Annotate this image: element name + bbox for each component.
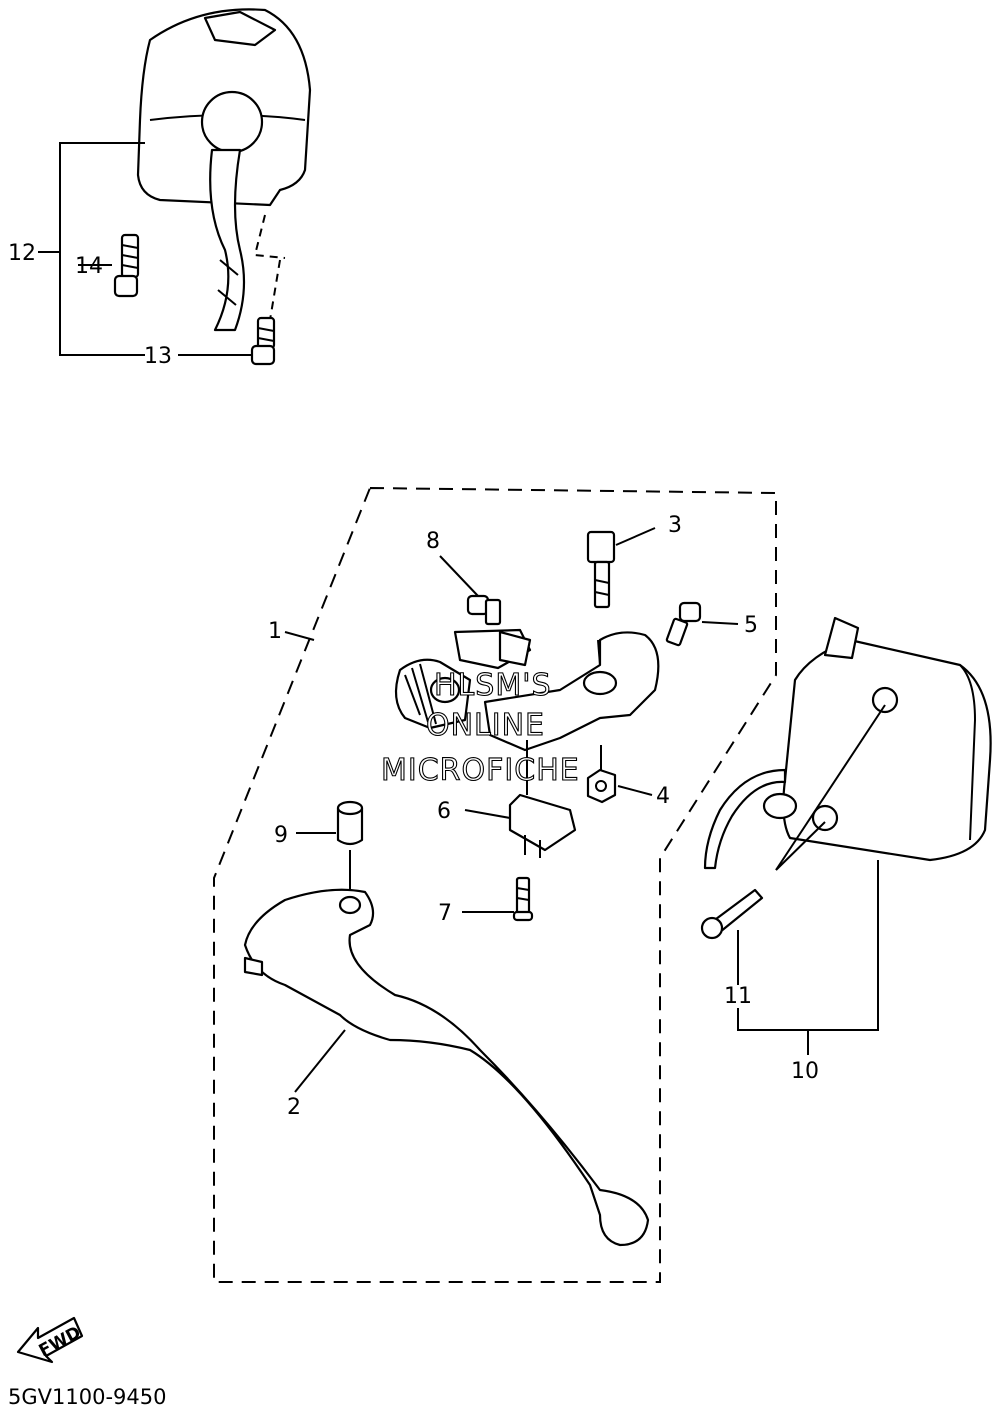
diagram-code: 5GV1100-9450 (8, 1385, 166, 1409)
brake-switch-6 (508, 793, 577, 858)
callout-7: 7 (438, 901, 452, 926)
watermark-line-3: MICROFICHE (381, 753, 580, 788)
lever-holder (453, 628, 660, 752)
nut-4 (586, 768, 617, 804)
callout-5: 5 (744, 613, 758, 638)
callout-14: 14 (75, 254, 103, 279)
assembly-boundary (213, 486, 777, 1283)
handlebar-switch-assembly (136, 8, 312, 332)
screw-11 (700, 888, 764, 940)
callout-12: 12 (8, 241, 36, 266)
screw-14 (113, 233, 140, 298)
callout-3: 3 (668, 513, 682, 538)
lever-2 (243, 888, 650, 1247)
adjuster-knob (394, 658, 472, 730)
screw-7 (512, 876, 534, 922)
callout-13: 13 (144, 344, 172, 369)
callout-8: 8 (426, 529, 440, 554)
bolt-3 (586, 530, 616, 609)
callout-4: 4 (656, 784, 670, 809)
bolt-5 (665, 601, 702, 647)
watermark-line-1: HLSM'S (434, 668, 552, 703)
callout-9: 9 (274, 823, 288, 848)
fwd-arrow-icon: FWD (16, 1316, 84, 1364)
callout-2: 2 (287, 1095, 301, 1120)
collar-9 (336, 800, 364, 846)
callout-11: 11 (724, 984, 752, 1009)
right-switch-housing (703, 616, 992, 870)
screw-8 (466, 594, 502, 626)
callout-1: 1 (268, 619, 282, 644)
callout-10: 10 (791, 1059, 819, 1084)
watermark-line-2: ONLINE (426, 708, 545, 743)
screw-13 (250, 316, 276, 366)
callout-6: 6 (437, 799, 451, 824)
